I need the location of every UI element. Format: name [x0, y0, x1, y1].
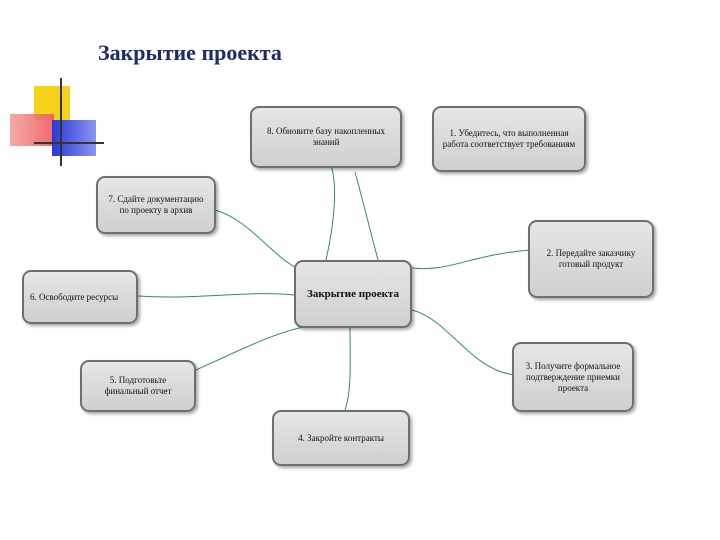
- node-close-contracts: 4. Закройте контракты: [272, 410, 410, 466]
- node-verify-work: 1. Убедитесь, что выполненная работа соо…: [432, 106, 586, 172]
- link-center-n3: [411, 309, 516, 376]
- link-center-n6: [137, 293, 295, 298]
- link-center-n7: [214, 209, 301, 271]
- link-center-n5: [195, 325, 311, 371]
- node-label: 1. Убедитесь, что выполненная работа соо…: [442, 128, 576, 149]
- node-final-report: 5. Подготовьте финальный отчет: [80, 360, 196, 412]
- node-deliver-product: 2. Передайте заказчику готовый продукт: [528, 220, 654, 298]
- center-label: Закрытие проекта: [307, 288, 399, 300]
- horizontal-line-decoration: [34, 142, 104, 144]
- node-acceptance-confirmation: 3. Получите формальное подтверждение при…: [512, 342, 634, 412]
- red-square-decoration: [10, 114, 54, 146]
- node-label: 8. Обновите базу накопленных знаний: [266, 126, 386, 147]
- node-label: 5. Подготовьте финальный отчет: [104, 375, 172, 396]
- node-label: 3. Получите формальное подтверждение при…: [525, 360, 621, 393]
- node-label: 7. Сдайте документацию по проекту в архи…: [108, 194, 204, 215]
- node-release-resources: 6. Освободите ресурсы: [22, 270, 138, 324]
- link-center-n1: [354, 171, 379, 261]
- node-update-knowledge-base: 8. Обновите базу накопленных знаний: [250, 106, 402, 168]
- node-archive-docs: 7. Сдайте документацию по проекту в архи…: [96, 176, 216, 234]
- node-project-closure-center: Закрытие проекта: [294, 260, 412, 328]
- slide-title: Закрытие проекта: [98, 40, 282, 65]
- link-center-n2: [411, 249, 531, 270]
- node-label: 2. Передайте заказчику готовый продукт: [546, 248, 636, 269]
- blue-square-decoration: [52, 120, 96, 156]
- link-center-n4: [344, 325, 351, 411]
- node-label: 6. Освободите ресурсы: [30, 291, 119, 302]
- node-label: 4. Закройте контракты: [298, 432, 384, 443]
- link-center-n8: [324, 154, 336, 261]
- vertical-line-decoration: [60, 78, 62, 166]
